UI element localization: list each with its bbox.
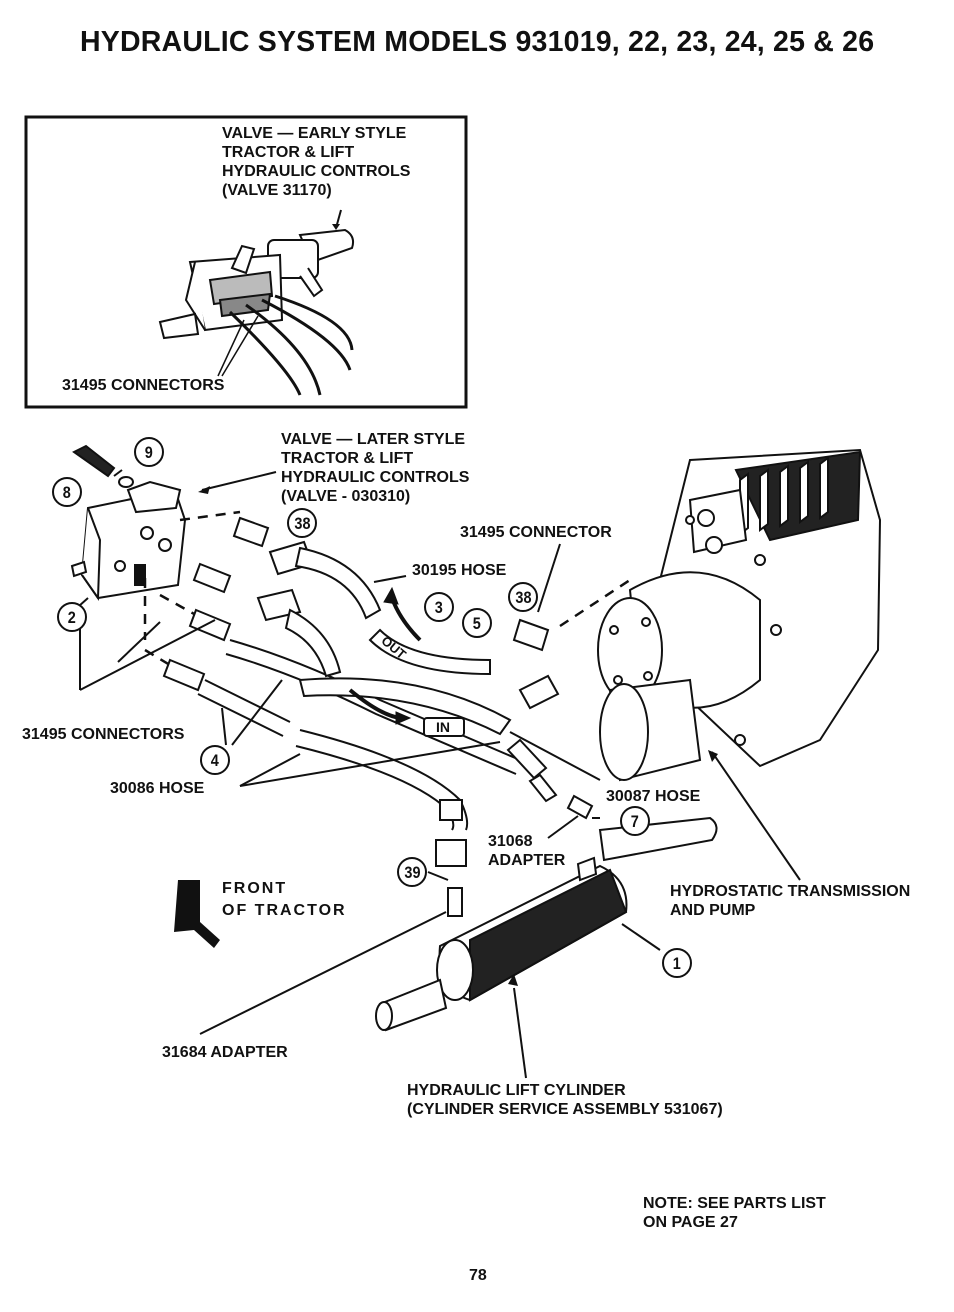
callout-8: 8	[52, 477, 82, 507]
adapter-31068-label: 31068 ADAPTER	[488, 833, 566, 869]
callout-3: 3	[424, 592, 454, 622]
fittings-lower	[435, 794, 594, 917]
callout-39: 39	[397, 857, 427, 887]
front-of-tractor-label: FRONT OF TRACTOR	[222, 880, 347, 919]
callout-4: 4	[200, 745, 230, 775]
hoses-30086	[197, 639, 521, 831]
leader-valve-later	[201, 471, 277, 491]
in-label: IN	[436, 719, 450, 735]
hose-30195	[256, 540, 491, 678]
in-fitting	[423, 717, 465, 737]
flow-arrows	[348, 586, 422, 725]
callout-38-valve: 38	[287, 508, 317, 538]
front-arrow	[174, 880, 220, 948]
valve-early-label: VALVE — EARLY STYLE TRACTOR & LIFT HYDRA…	[222, 125, 411, 199]
hose-30086-label: 30086 HOSE	[110, 780, 205, 797]
lift-cylinder-drawing	[375, 816, 718, 1032]
callout-1: 1	[662, 948, 692, 978]
callout-38-pump: 38	[508, 582, 538, 612]
connector-31495-label: 31495 CONNECTOR	[460, 524, 612, 541]
inset-frame	[24, 115, 468, 409]
callout-2: 2	[57, 602, 87, 632]
later-valve-drawing	[70, 480, 187, 602]
adapter-31684-label: 31684 ADAPTER	[162, 1044, 288, 1061]
parts-list-note: NOTE: SEE PARTS LIST ON PAGE 27	[643, 1195, 826, 1231]
connectors	[162, 516, 550, 692]
hydrostatic-drawing	[597, 448, 882, 782]
bolt-and-washer	[72, 444, 134, 488]
inset-connector-leader-2	[221, 315, 259, 377]
callout-5: 5	[462, 608, 492, 638]
lift-cylinder-label: HYDRAULIC LIFT CYLINDER (CYLINDER SERVIC…	[407, 1082, 723, 1118]
callout-7: 7	[620, 806, 650, 836]
callout-9: 9	[134, 437, 164, 467]
page-title: HYDRAULIC SYSTEM MODELS 931019, 22, 23, …	[80, 26, 875, 58]
valve-later-label: VALVE — LATER STYLE TRACTOR & LIFT HYDRA…	[281, 431, 470, 505]
inset-connector-leader-1	[217, 319, 245, 377]
hose-30195-label: 30195 HOSE	[412, 562, 507, 579]
early-valve-drawing	[158, 228, 355, 396]
connectors-31495-label: 31495 CONNECTORS	[22, 726, 185, 743]
inset-connectors-label: 31495 CONNECTORS	[62, 377, 225, 394]
page-number: 78	[469, 1267, 487, 1284]
hose-30087	[298, 674, 560, 803]
hydrostatic-label: HYDROSTATIC TRANSMISSION AND PUMP	[670, 883, 911, 919]
hose-30087-label: 30087 HOSE	[606, 788, 701, 805]
